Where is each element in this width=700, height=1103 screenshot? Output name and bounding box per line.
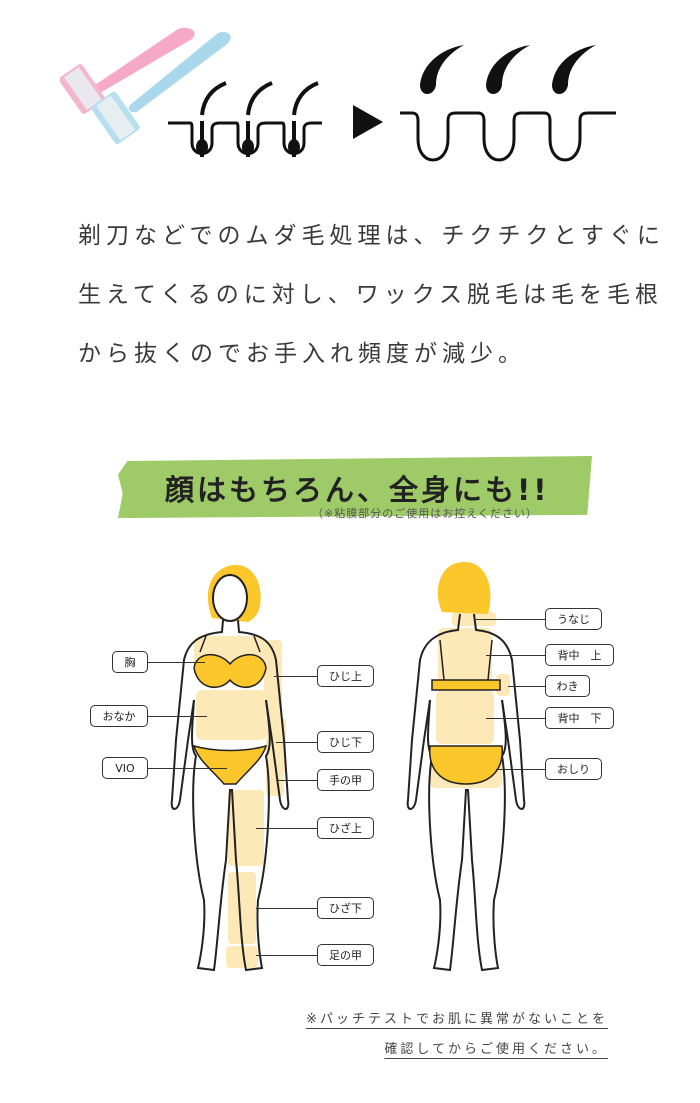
footnote-line-2: 確認してからご使用ください。 [384, 1042, 608, 1057]
connector-line [508, 686, 545, 687]
label-hiza-ue: ひざ上 [317, 817, 374, 839]
label-vio: VIO [102, 757, 148, 779]
label-te-no-kou: 手の甲 [317, 769, 374, 791]
connector-line [486, 655, 545, 656]
body-diagram [170, 562, 526, 972]
connector-line [496, 769, 545, 770]
label-hiji-shita: ひじ下 [317, 731, 374, 753]
label-unaji: うなじ [545, 608, 602, 630]
footnote-line-1: ※パッチテストでお肌に異常がないことを [306, 1012, 608, 1027]
pink-razor-icon [60, 27, 195, 114]
back-underwear [429, 639, 503, 785]
connector-line [147, 662, 205, 663]
label-hiza-shita: ひざ下 [317, 897, 374, 919]
connector-line [256, 955, 317, 956]
connector-line [147, 768, 227, 769]
intro-line-3: から抜くのでお手入れ頻度が減少。 [78, 341, 526, 367]
label-oshiri: おしり [545, 758, 602, 780]
label-senaka-shita: 背中 下 [545, 707, 614, 729]
label-mune: 胸 [112, 651, 148, 673]
label-senaka-ue: 背中 上 [545, 644, 614, 666]
arrow-right-icon [353, 105, 383, 139]
intro-paragraph: 剃刀などでのムダ毛処理は、チクチクとすぐに 生えてくるのに対し、ワックス脱毛は毛… [78, 211, 665, 379]
connector-line [276, 742, 317, 743]
hair-removal-illustration [60, 27, 616, 162]
connector-line [486, 718, 545, 719]
front-underwear [192, 635, 268, 785]
label-hiji-ue: ひじ上 [317, 665, 374, 687]
connector-line [476, 619, 545, 620]
banner-background [118, 456, 592, 518]
connector-line [276, 780, 317, 781]
banner-note: （※粘膜部分のご使用はお控えください） [312, 507, 538, 520]
waxed-follicles-icon [400, 111, 616, 162]
front-body-figure [170, 564, 290, 972]
connector-line [256, 908, 317, 909]
label-onaka: おなか [90, 705, 148, 727]
plucked-hair-icon [420, 45, 596, 94]
connector-line [256, 828, 317, 829]
back-body-figure [406, 562, 526, 972]
intro-line-2: 生えてくるのに対し、ワックス脱毛は毛を毛根 [78, 282, 664, 308]
banner-title: 顔はもちろん、全身にも!! [165, 473, 550, 507]
label-ashi-no-kou: 足の甲 [317, 944, 374, 966]
connector-line [147, 716, 207, 717]
blue-razor-icon [91, 31, 231, 145]
label-waki: わき [545, 675, 590, 697]
intro-line-1: 剃刀などでのムダ毛処理は、チクチクとすぐに [78, 223, 665, 249]
connector-line [274, 676, 317, 677]
